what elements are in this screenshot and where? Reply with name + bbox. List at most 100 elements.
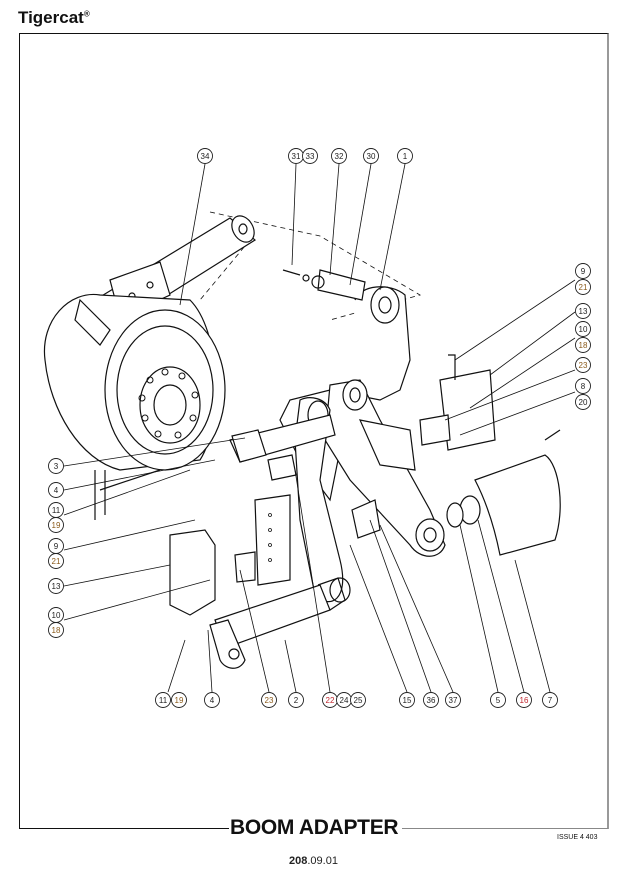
callout-circle [542,692,558,708]
callout-circle [261,692,277,708]
callout-number: 4 [54,486,59,495]
callout-number: 7 [548,696,553,705]
callout-number: 19 [175,696,184,705]
callout-number: 34 [201,152,210,161]
callout-circle [575,378,591,394]
callout-32: 32 [331,148,347,164]
callout-21: 21 [48,553,64,569]
callout-circle [197,148,213,164]
callout-31: 31 [288,148,304,164]
callout-7: 7 [542,692,558,708]
callout-circle [575,263,591,279]
callout-number: 33 [306,152,315,161]
callout-5: 5 [490,692,506,708]
callout-number: 18 [52,626,61,635]
callout-circle [48,482,64,498]
callout-10: 10 [575,321,591,337]
callout-circle [331,148,347,164]
callout-number: 37 [449,696,458,705]
callout-number: 32 [335,152,344,161]
callout-number: 21 [579,283,588,292]
callout-11: 11 [155,692,171,708]
callout-9: 9 [48,538,64,554]
callout-number: 20 [579,398,588,407]
callout-37: 37 [445,692,461,708]
callout-34: 34 [197,148,213,164]
callout-number: 36 [427,696,436,705]
callout-number: 22 [326,696,335,705]
callout-number: 15 [403,696,412,705]
callout-number: 2 [294,696,299,705]
callout-number: 13 [52,582,61,591]
callout-circle [399,692,415,708]
callout-circle [350,692,366,708]
page-number: 208.09.01 [289,855,338,867]
callout-circle [155,692,171,708]
callout-number: 31 [292,152,301,161]
callout-15: 15 [399,692,415,708]
callout-number: 1 [403,152,408,161]
callout-30: 30 [363,148,379,164]
mounting-bracket-left [169,454,297,616]
issue-label: ISSUE 4 403 [557,834,598,841]
frame-bottom-right [402,828,608,829]
leader-lines [63,163,576,693]
callout-23: 23 [261,692,277,708]
callout-19: 19 [48,517,64,533]
callout-circle [48,553,64,569]
callout-number: 24 [340,696,349,705]
callout-number: 10 [52,611,61,620]
callout-circle [516,692,532,708]
callout-3: 3 [48,458,64,474]
callout-number: 23 [265,696,274,705]
callout-circle [48,578,64,594]
callout-2: 2 [288,692,304,708]
callout-number: 30 [367,152,376,161]
callout-9: 9 [575,263,591,279]
callout-number: 18 [579,341,588,350]
callout-circle [171,692,187,708]
boom-adapter-bracket [279,286,446,603]
callout-number: 19 [52,521,61,530]
callout-number: 25 [354,696,363,705]
brand-logo: Tigercat® [18,8,90,27]
callout-13: 13 [575,303,591,319]
callout-circle [288,692,304,708]
callout-18: 18 [48,622,64,638]
callout-11: 11 [48,502,64,518]
callout-circle [302,148,318,164]
callout-33: 33 [302,148,318,164]
rotator-hub [43,293,226,520]
mounting-bracket-right [419,354,496,451]
callout-21: 21 [575,279,591,295]
callout-number: 11 [52,506,61,515]
callout-circle [445,692,461,708]
callout-20: 20 [575,394,591,410]
callout-circle [575,337,591,353]
callout-number: 10 [579,325,588,334]
diagram-frame [19,33,609,829]
dashed-guide [199,211,422,321]
callout-4: 4 [48,482,64,498]
pin-assembly-bottom [209,577,346,669]
callout-1: 1 [397,148,413,164]
callout-circle [48,622,64,638]
callout-circle [48,517,64,533]
callout-circle [575,394,591,410]
callout-circle [575,303,591,319]
callout-number: 8 [581,382,586,391]
callout-36: 36 [423,692,439,708]
callout-number: 23 [579,361,588,370]
callout-circle [575,357,591,373]
callout-22: 22 [322,692,338,708]
callout-number: 13 [579,307,588,316]
callout-18: 18 [575,337,591,353]
callout-circle [48,458,64,474]
callout-10: 10 [48,607,64,623]
callout-number: 4 [210,696,215,705]
callout-circle [204,692,220,708]
callout-16: 16 [516,692,532,708]
